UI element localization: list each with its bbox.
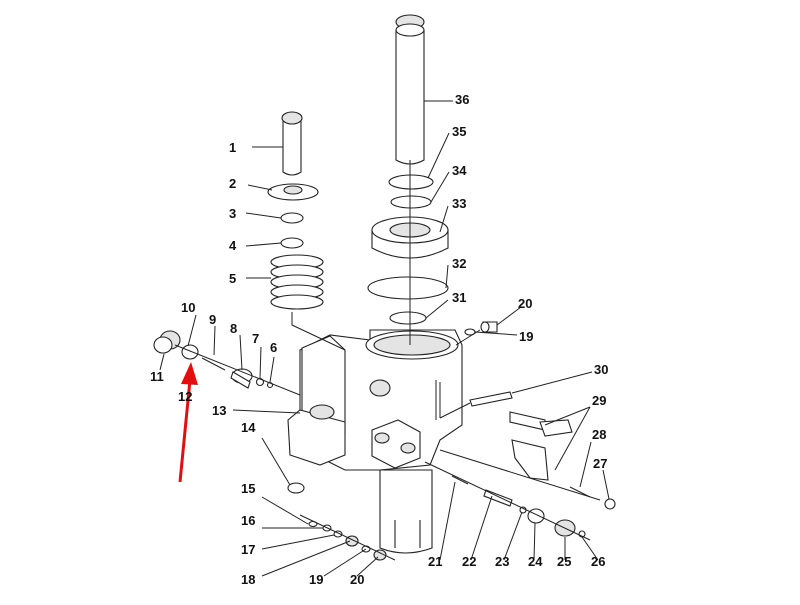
part-label-21: 21 xyxy=(428,554,442,569)
part-label-13: 13 xyxy=(212,403,226,418)
left-valve-parts xyxy=(153,330,301,396)
part-label-34: 34 xyxy=(452,163,467,178)
bottom-valve-parts xyxy=(287,461,591,561)
part-label-10: 10 xyxy=(181,300,195,315)
part-label-8: 8 xyxy=(230,321,237,336)
part-label-36: 36 xyxy=(455,92,469,107)
part-label-14: 14 xyxy=(241,420,256,435)
part-label-25: 25 xyxy=(557,554,571,569)
left-stack-parts xyxy=(267,111,346,351)
part-labels: 1 2 3 4 5 6 7 8 9 10 11 12 13 14 15 16 1… xyxy=(150,92,608,587)
part-label-4: 4 xyxy=(229,238,237,253)
part-label-19-lower: 19 xyxy=(309,572,323,587)
part-label-16: 16 xyxy=(241,513,255,528)
part-label-19-upper: 19 xyxy=(519,329,533,344)
part-label-5: 5 xyxy=(229,271,236,286)
part-label-9: 9 xyxy=(209,312,216,327)
part-label-24: 24 xyxy=(528,554,543,569)
part-label-30: 30 xyxy=(594,362,608,377)
part-label-12: 12 xyxy=(178,389,192,404)
part-label-33: 33 xyxy=(452,196,466,211)
part-label-35: 35 xyxy=(452,124,466,139)
part-label-3: 3 xyxy=(229,206,236,221)
part-label-26: 26 xyxy=(591,554,605,569)
part-label-7: 7 xyxy=(252,331,259,346)
part-label-20-lower: 20 xyxy=(350,572,364,587)
part-label-2: 2 xyxy=(229,176,236,191)
part-label-6: 6 xyxy=(270,340,277,355)
pump-body xyxy=(287,329,463,554)
part-label-22: 22 xyxy=(462,554,476,569)
part-label-32: 32 xyxy=(452,256,466,271)
part-label-23: 23 xyxy=(495,554,509,569)
red-arrow xyxy=(178,362,198,483)
part-label-1: 1 xyxy=(229,140,236,155)
part-label-15: 15 xyxy=(241,481,255,496)
part-label-28: 28 xyxy=(592,427,606,442)
part-label-29: 29 xyxy=(592,393,606,408)
part-label-11: 11 xyxy=(150,369,164,384)
part-label-31: 31 xyxy=(452,290,466,305)
top-stack-parts xyxy=(367,14,449,345)
part-label-27: 27 xyxy=(593,456,607,471)
part-label-20-upper: 20 xyxy=(518,296,532,311)
pedal-parts xyxy=(439,391,616,510)
part-label-18: 18 xyxy=(241,572,255,587)
leader-lines xyxy=(159,100,610,577)
part-label-17: 17 xyxy=(241,542,255,557)
